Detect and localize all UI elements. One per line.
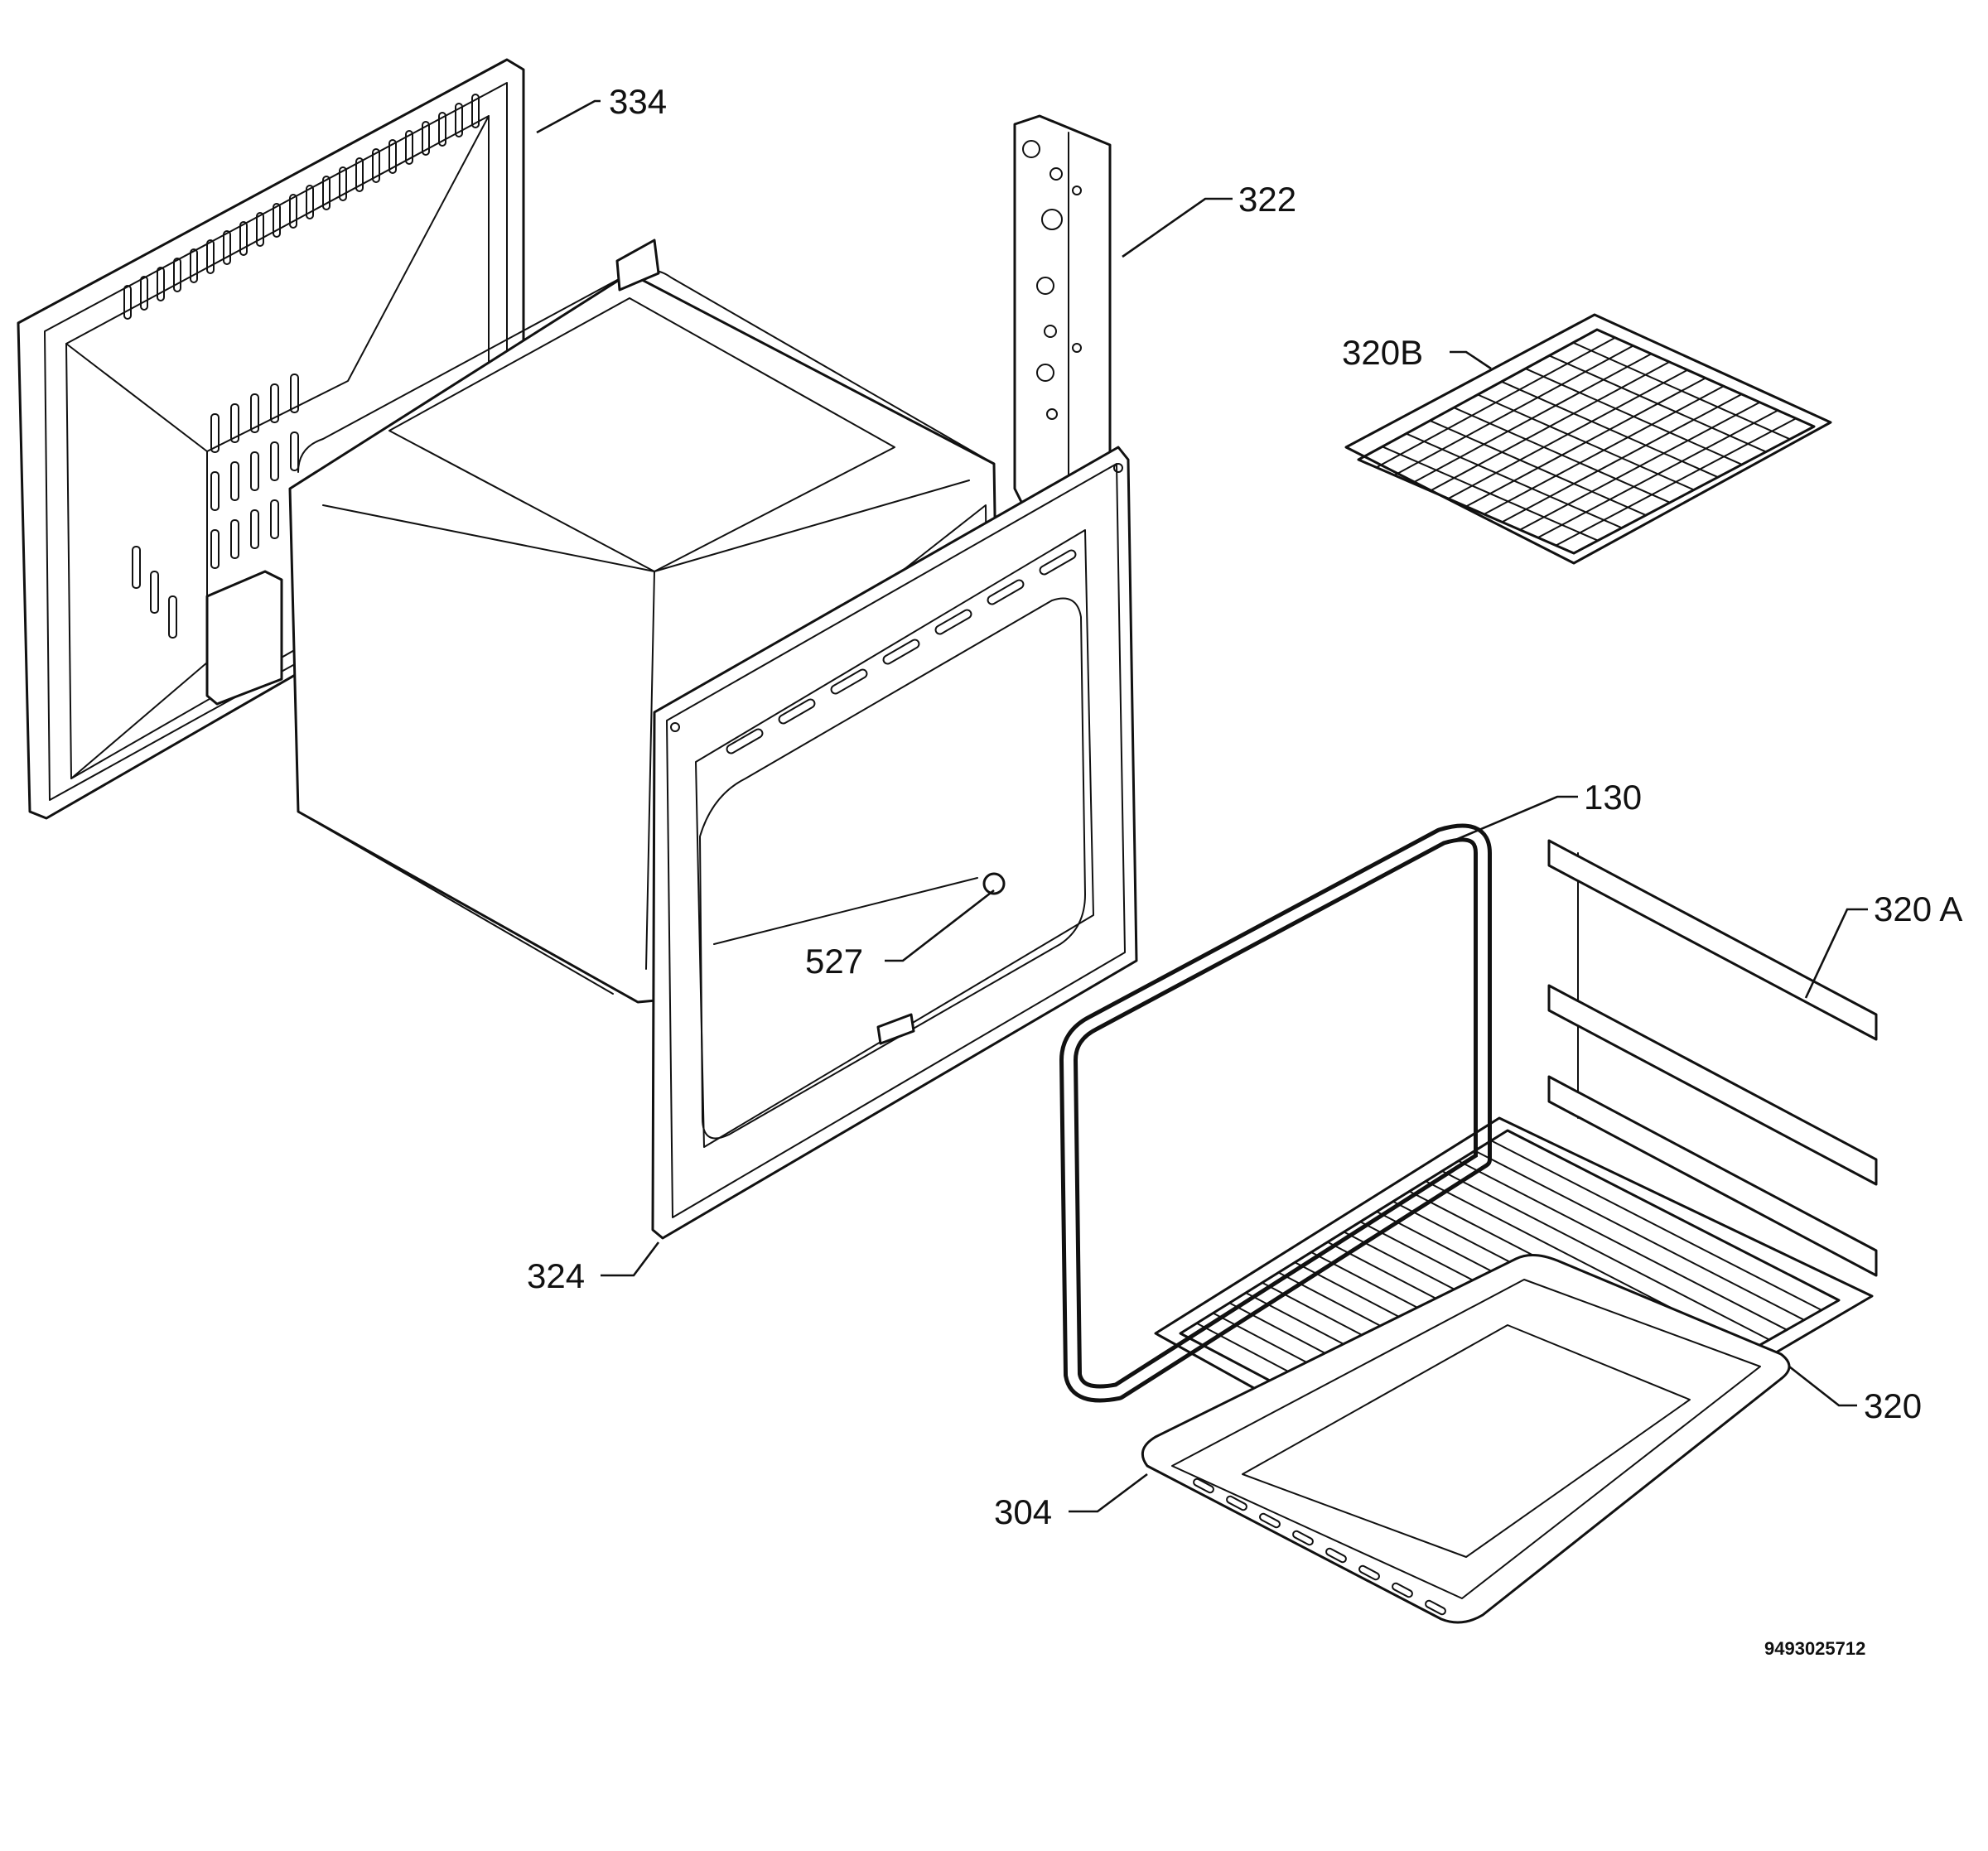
vent-slot: [270, 441, 279, 481]
vent-slot: [206, 239, 215, 274]
wire: [1524, 368, 1743, 465]
runner-rail: [1547, 984, 1878, 1186]
vent-slot: [140, 276, 148, 311]
rack-rod: [1490, 1140, 1822, 1311]
drawing-code: 9493025712: [1764, 1638, 1865, 1659]
vent-slot: [339, 166, 347, 201]
vent-slot: [239, 221, 248, 256]
wire: [1548, 354, 1767, 453]
vent-slot: [322, 176, 331, 210]
vent-slot: [250, 509, 259, 549]
vent-slot: [223, 230, 231, 265]
vent-slot: [157, 267, 165, 301]
vent-slot: [726, 728, 764, 754]
vent-slot: [132, 546, 141, 589]
tray-slot: [1325, 1547, 1347, 1564]
vent-slot: [273, 203, 281, 238]
wire: [1381, 446, 1599, 542]
vent-slot: [438, 112, 446, 147]
label-320: 320: [1864, 1386, 1922, 1425]
label-322: 322: [1238, 180, 1296, 219]
vent-slot: [830, 668, 868, 695]
vent-slot: [471, 94, 480, 128]
vent-slot: [123, 285, 132, 320]
vent-slot: [778, 698, 816, 725]
door-gasket-130: [1059, 823, 1492, 1403]
tray-slot: [1358, 1564, 1380, 1581]
label-320b: 320B: [1342, 333, 1423, 372]
vent-slot: [987, 579, 1025, 605]
rack-rod: [1474, 1150, 1805, 1321]
wire: [1500, 380, 1719, 479]
front-frame-324: [651, 446, 1138, 1240]
tray-slot: [1259, 1512, 1281, 1529]
vent-slot: [882, 639, 920, 665]
tray-slot: [1392, 1582, 1413, 1598]
front-frame-vents: [726, 549, 1077, 754]
tray-slot: [1193, 1477, 1214, 1494]
vent-slot: [455, 103, 463, 137]
vent-slot: [290, 431, 299, 471]
label-304: 304: [994, 1492, 1052, 1531]
side-bracket-322: [1013, 114, 1112, 507]
vent-slot: [372, 148, 380, 183]
baking-tray-304: [1141, 1254, 1791, 1624]
vent-slot: [168, 595, 177, 639]
vent-slot: [230, 403, 239, 443]
vent-slot: [934, 609, 972, 635]
label-130: 130: [1584, 778, 1642, 817]
wire: [1429, 419, 1647, 517]
wire: [1572, 341, 1791, 441]
vent-slot: [250, 393, 259, 433]
vent-slot: [290, 374, 299, 413]
vent-slot: [1039, 549, 1077, 576]
baking-tray-slots: [1193, 1477, 1446, 1616]
label-527: 527: [805, 942, 863, 981]
vent-slot: [210, 471, 220, 511]
vent-slot: [250, 451, 259, 491]
vent-slot: [230, 519, 239, 559]
tray-slot: [1226, 1495, 1247, 1511]
rear-panel-vents: [123, 94, 480, 639]
vent-slot: [405, 130, 413, 165]
tray-slot: [1292, 1530, 1314, 1546]
vent-slot: [256, 212, 264, 247]
callout-labels: 334 322 320B 130 320 A 527 324 320 304 9…: [527, 82, 1962, 1659]
rear-panel-334: [17, 58, 525, 820]
label-334: 334: [609, 82, 667, 121]
wire-shelf-320b: [1344, 313, 1832, 565]
shelf-runners-320a: [1547, 839, 1878, 1277]
vent-slot: [289, 194, 297, 229]
runner-rail: [1547, 839, 1878, 1041]
vent-slot: [150, 571, 159, 614]
vent-slot: [210, 413, 220, 453]
vent-slot: [230, 461, 239, 501]
tray-slot: [1425, 1599, 1446, 1616]
wire: [1477, 393, 1695, 491]
vent-slot: [422, 121, 430, 156]
wire: [1405, 432, 1623, 529]
vent-slot: [355, 157, 364, 192]
vent-slot: [190, 248, 198, 283]
rack-rod: [1441, 1170, 1770, 1341]
label-324: 324: [527, 1256, 585, 1295]
vent-slot: [270, 499, 279, 539]
vent-slot: [173, 258, 181, 292]
runner-rail: [1547, 1075, 1878, 1277]
vent-slot: [388, 139, 397, 174]
rack-rod: [1457, 1159, 1788, 1331]
label-320a: 320 A: [1874, 889, 1962, 928]
vent-slot: [270, 383, 279, 423]
vent-slot: [210, 529, 220, 569]
wire: [1453, 407, 1671, 504]
leader-lines: [536, 99, 1868, 1513]
vent-slot: [306, 185, 314, 219]
